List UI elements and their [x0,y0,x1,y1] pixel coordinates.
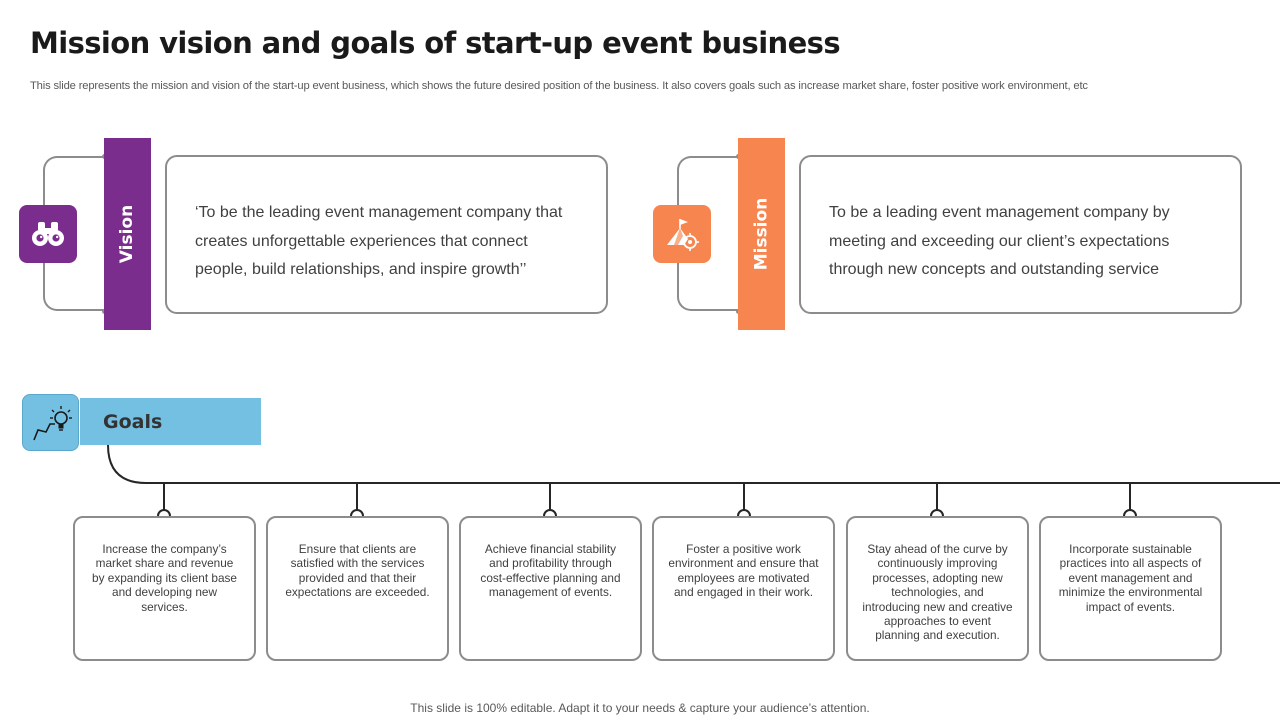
goal-card-1: Increase the company’s market share and … [73,516,256,661]
goal-card-5: Stay ahead of the curve by continuously … [846,516,1029,661]
lightbulb-growth-icon [32,405,72,440]
mission-label: Mission [751,197,772,271]
mission-icon-tile [653,205,711,263]
vision-label: Vision [117,204,138,264]
vision-bar: Vision [104,138,151,330]
goal-text: Ensure that clients are satisfied with t… [285,542,430,600]
vision-icon-tile [19,205,77,263]
goals-icon-tile [22,394,79,451]
binoculars-icon [32,222,64,246]
goal-text: Achieve financial stability and profitab… [480,542,621,600]
goal-text: Incorporate sustainable practices into a… [1058,542,1203,614]
vision-statement: ‘To be the leading event management comp… [195,204,563,278]
goal-card-3: Achieve financial stability and profitab… [459,516,642,661]
goal-card-4: Foster a positive work environment and e… [652,516,835,661]
slide-footer: This slide is 100% editable. Adapt it to… [410,701,870,715]
mountain-flag-target-icon [667,219,699,251]
goal-text: Increase the company’s market share and … [92,542,237,614]
slide-subtitle: This slide represents the mission and vi… [30,80,1088,92]
slide-title: Mission vision and goals of start-up eve… [30,26,841,60]
goals-header-bar: Goals [80,398,261,445]
mission-statement-box: To be a leading event management company… [799,155,1242,314]
mission-bar: Mission [738,138,785,330]
goal-text: Foster a positive work environment and e… [668,542,819,600]
goal-card-2: Ensure that clients are satisfied with t… [266,516,449,661]
mission-statement: To be a leading event management company… [829,204,1170,278]
goal-text: Stay ahead of the curve by continuously … [862,542,1013,643]
vision-statement-box: ‘To be the leading event management comp… [165,155,608,314]
goals-label: Goals [103,410,163,433]
goal-card-6: Incorporate sustainable practices into a… [1039,516,1222,661]
